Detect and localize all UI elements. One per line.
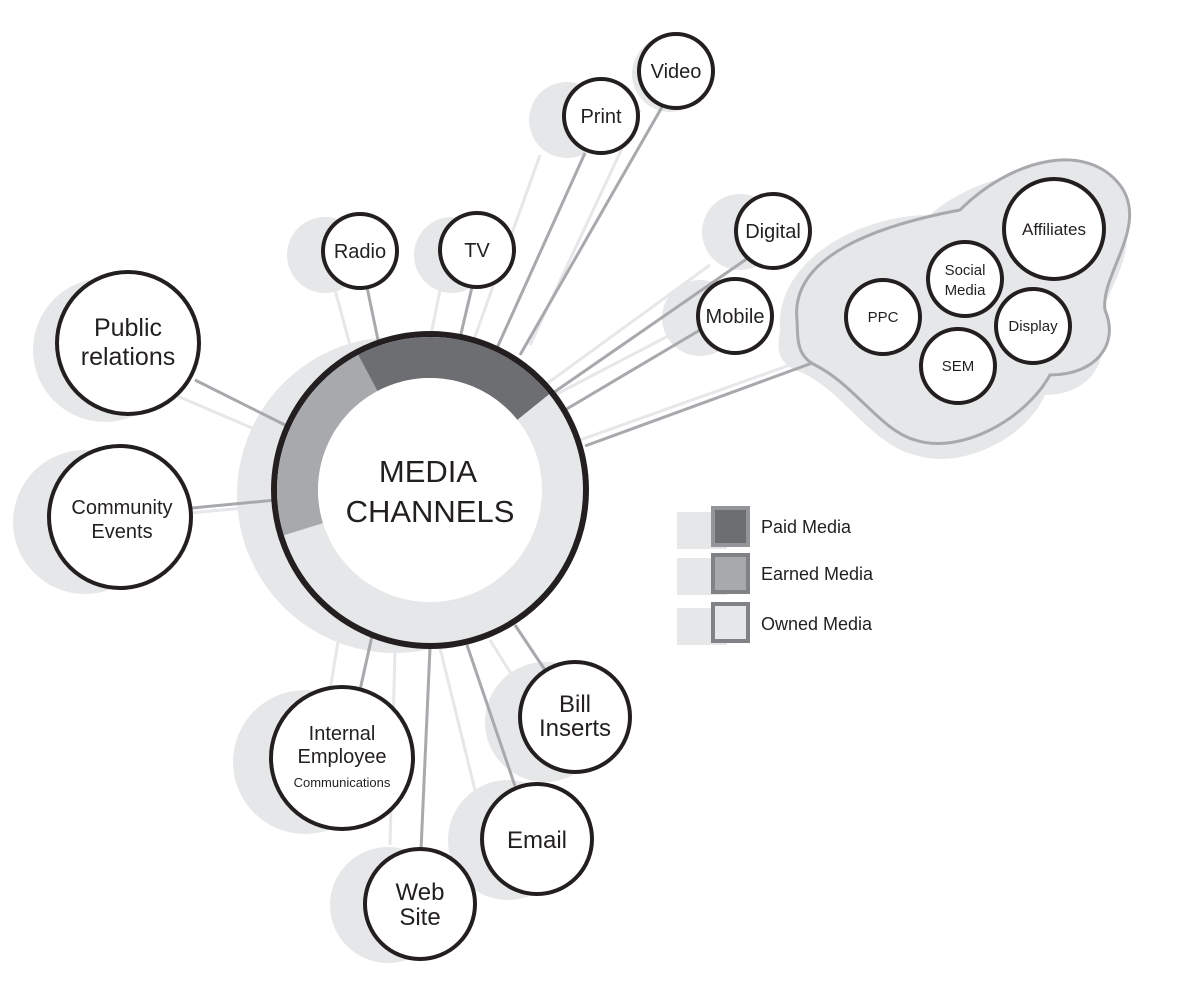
- connector-digital-light: [544, 263, 711, 387]
- node-print-label: Print: [580, 106, 622, 128]
- node-community-events-line1: Community: [71, 497, 172, 519]
- digital-cluster: Affiliates Social Media PPC Display SEM: [795, 158, 1132, 445]
- node-print: Print: [562, 77, 640, 155]
- node-tv: TV: [438, 211, 516, 289]
- node-radio-circle: [321, 212, 399, 290]
- node-community-events-circle: [47, 444, 193, 590]
- legend: Paid Media Earned Media Owned Media: [677, 506, 874, 645]
- node-digital-label: Digital: [745, 221, 801, 243]
- media-channels-hub: MEDIA CHANNELS: [271, 331, 589, 649]
- connector-internal-employee: [358, 635, 374, 691]
- node-internal-employee-line3: Communications: [294, 775, 391, 790]
- connector-community-events: [191, 498, 277, 510]
- node-email-label: Email: [507, 827, 567, 854]
- cluster-sem-circle: [919, 327, 997, 405]
- node-community-events: Community Events: [47, 444, 193, 590]
- node-internal-employee-line1: Internal: [309, 723, 376, 745]
- cluster-social-media-line1: Social: [945, 262, 986, 279]
- node-web-site-circle: [363, 847, 477, 961]
- node-public-relations: Public relations: [55, 270, 201, 416]
- cluster-display: Display: [994, 287, 1072, 365]
- legend-swatch-paid: [711, 506, 750, 547]
- legend-label-earned: Earned Media: [761, 564, 874, 584]
- node-tv-circle: [438, 211, 516, 289]
- connector-ie-light: [328, 629, 342, 691]
- cluster-sem-label: SEM: [942, 358, 975, 375]
- cluster-ppc-label: PPC: [868, 309, 899, 326]
- node-internal-employee: Internal Employee Communications: [269, 685, 415, 831]
- cluster-affiliates-label: Affiliates: [1022, 220, 1086, 239]
- node-tv-label: TV: [464, 240, 490, 262]
- channel-nodes: Video Print Radio TV Digital Mobile Publ…: [47, 32, 812, 961]
- cluster-affiliates-circle: [1002, 177, 1106, 281]
- node-mobile-label: Mobile: [706, 306, 765, 328]
- node-community-events-line2: Events: [91, 521, 152, 543]
- connector-email: [465, 644, 517, 787]
- cluster-affiliates: Affiliates: [1002, 177, 1106, 281]
- connector-web-site: [419, 647, 432, 851]
- connector-print: [495, 152, 587, 349]
- node-digital: Digital: [734, 192, 812, 270]
- cluster-sem: SEM: [919, 327, 997, 405]
- node-public-relations-line1: Public: [94, 314, 162, 342]
- connector-tv: [458, 286, 474, 339]
- connector-email-light: [438, 647, 477, 791]
- node-internal-employee-circle: [269, 685, 415, 831]
- cluster-social-media: Social Media: [926, 240, 1004, 318]
- ring-segment-earned: [277, 354, 378, 536]
- node-mobile: Mobile: [696, 277, 774, 355]
- node-bill-inserts: Bill Inserts: [518, 660, 632, 774]
- connector-mobile: [564, 328, 701, 412]
- connector-cluster-light: [579, 363, 791, 442]
- connector-public-relations: [194, 378, 286, 427]
- cluster-display-label: Display: [1008, 318, 1058, 335]
- ring-segment-paid: [358, 337, 550, 420]
- connector-bill-light: [488, 639, 517, 681]
- node-web-site-line2: Site: [399, 904, 440, 931]
- node-public-relations-line2: relations: [81, 343, 176, 371]
- node-bill-inserts-line2: Inserts: [539, 715, 611, 742]
- node-video: Video: [637, 32, 715, 110]
- hub-title-line2: CHANNELS: [346, 494, 515, 529]
- node-digital-circle: [734, 192, 812, 270]
- node-radio-label: Radio: [334, 241, 386, 263]
- legend-label-owned: Owned Media: [761, 614, 873, 634]
- connector-ce-light: [189, 503, 276, 515]
- node-internal-employee-line2: Employee: [298, 746, 387, 768]
- node-radio: Radio: [321, 212, 399, 290]
- connector-bill-inserts: [513, 624, 547, 671]
- connector-cluster: [584, 360, 816, 448]
- hub-inner-circle: [318, 378, 542, 602]
- cluster-social-media-line2: Media: [945, 282, 987, 299]
- node-bill-inserts-circle: [518, 660, 632, 774]
- node-video-circle: [637, 32, 715, 110]
- legend-label-paid: Paid Media: [761, 517, 852, 537]
- cluster-social-media-circle: [926, 240, 1004, 318]
- connector-pr-light: [174, 393, 281, 442]
- node-video-label: Video: [651, 61, 702, 83]
- node-web-site-line1: Web: [396, 879, 445, 906]
- node-web-site: Web Site: [363, 847, 477, 961]
- node-bill-inserts-line1: Bill: [559, 691, 591, 718]
- node-email-circle: [480, 782, 594, 896]
- connector-mobile-light: [554, 333, 671, 397]
- connector-lines: [174, 106, 816, 851]
- connector-radio-light: [333, 289, 352, 346]
- legend-swatch-owned: [711, 602, 750, 643]
- connector-video: [518, 106, 664, 356]
- node-mobile-circle: [696, 277, 774, 355]
- legend-swatch-earned: [711, 553, 750, 594]
- node-print-circle: [562, 77, 640, 155]
- connector-digital: [549, 256, 749, 397]
- cluster-display-circle: [994, 287, 1072, 365]
- cluster-ppc: PPC: [844, 278, 922, 356]
- cluster-ppc-circle: [844, 278, 922, 356]
- hub-title-line1: MEDIA: [379, 454, 478, 489]
- node-email: Email: [480, 782, 594, 896]
- node-public-relations-circle: [55, 270, 201, 416]
- connector-radio: [365, 286, 380, 341]
